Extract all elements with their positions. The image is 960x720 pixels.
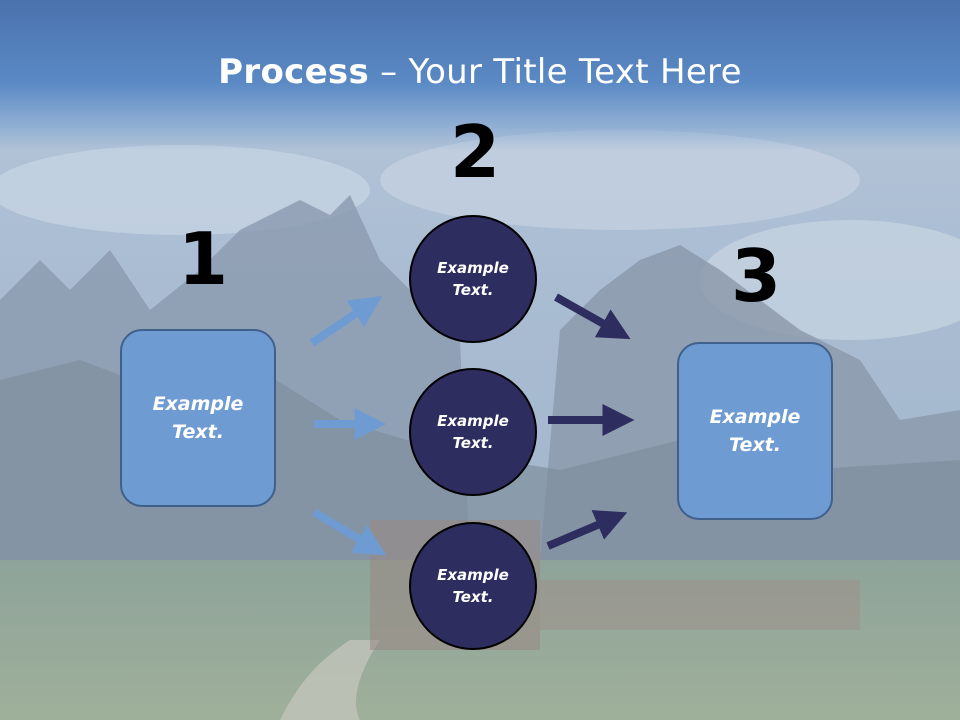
- title-bar: [0, 0, 960, 150]
- circle-text: Example Text.: [437, 565, 509, 607]
- process-circle-bottom: Example Text.: [409, 522, 537, 650]
- step-number-2: 2: [450, 110, 501, 194]
- title-rest: – Your Title Text Here: [369, 52, 742, 92]
- output-box-text: Example Text.: [709, 405, 801, 457]
- input-box: Example Text.: [120, 329, 276, 507]
- circle-text: Example Text.: [437, 411, 509, 453]
- process-circle-middle: Example Text.: [409, 368, 537, 496]
- circle-text: Example Text.: [437, 258, 509, 300]
- process-circle-top: Example Text.: [409, 215, 537, 343]
- arrow-light-up: [309, 295, 382, 347]
- arrow-light-down: [311, 508, 387, 556]
- input-box-text: Example Text.: [152, 392, 244, 444]
- output-box: Example Text.: [677, 342, 833, 520]
- arrow-dark-down: [554, 293, 631, 340]
- title-bold: Process: [218, 52, 370, 92]
- slide-title: Process – Your Title Text Here: [0, 52, 960, 92]
- step-number-1: 1: [178, 217, 229, 301]
- step-number-3: 3: [731, 234, 782, 318]
- arrow-dark-up: [546, 510, 628, 550]
